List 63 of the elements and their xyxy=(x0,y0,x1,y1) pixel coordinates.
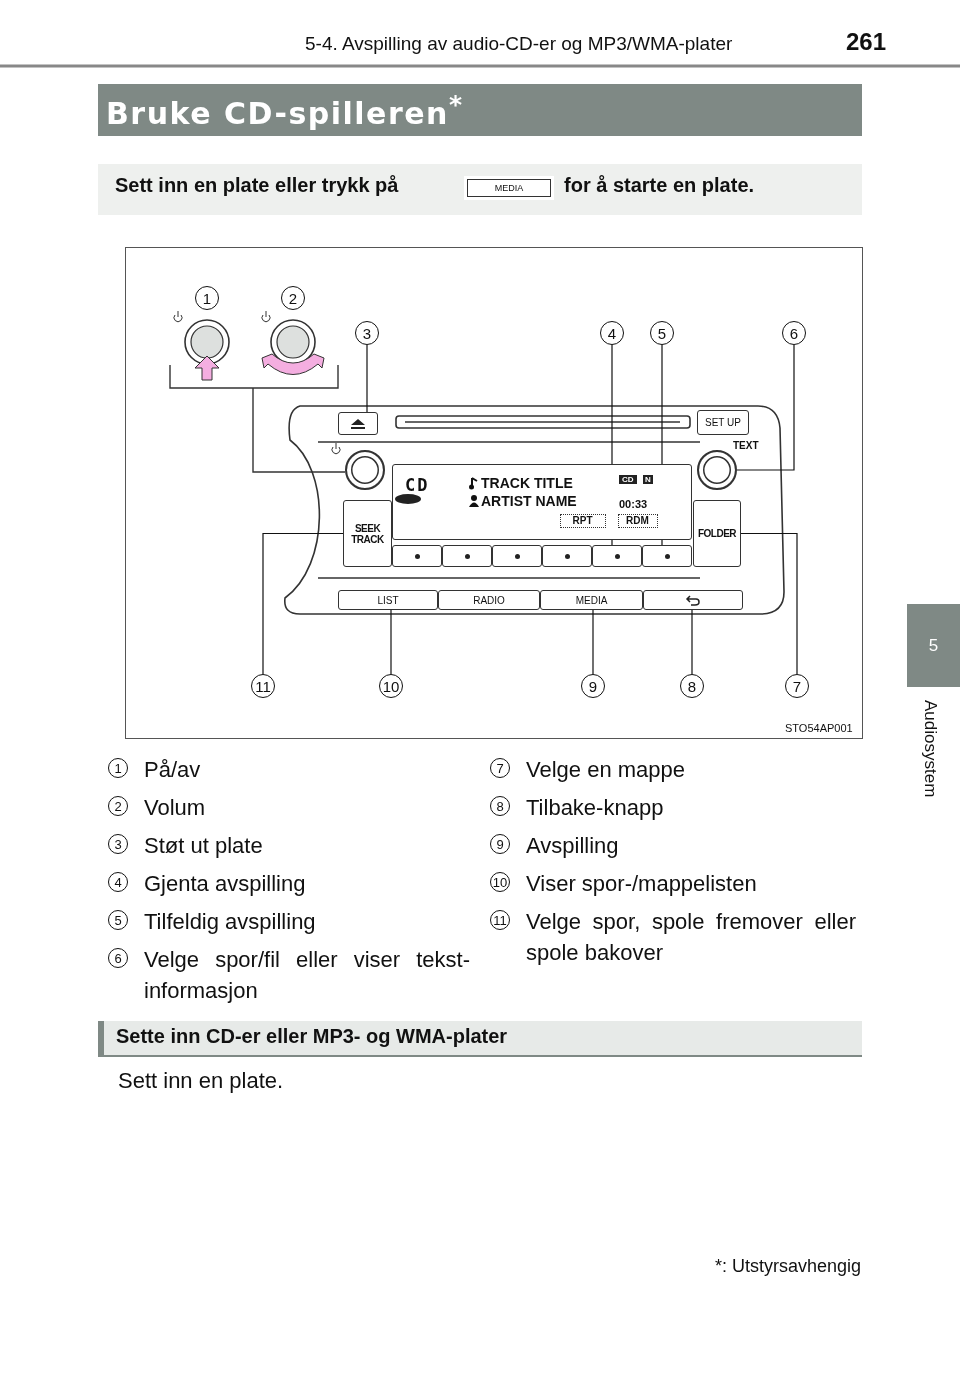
list-item-text: På/av xyxy=(144,756,202,784)
time-display: 00:33 xyxy=(619,498,648,510)
radio-button: SET UP xyxy=(697,410,749,435)
radio-button: SEEK TRACK xyxy=(343,500,392,567)
n-indicator: N xyxy=(643,475,653,484)
list-item-text: Volum xyxy=(144,794,207,822)
radio-button: LIST xyxy=(338,590,438,610)
list-item-text: Velge spor, spole fremover eller spole bakover xyxy=(526,908,856,967)
chapter-tab: 5 xyxy=(907,604,960,687)
track-title: TRACK TITLE xyxy=(481,475,573,491)
display-text: CD xyxy=(405,475,430,495)
preset-button xyxy=(542,545,592,567)
preset-button xyxy=(642,545,692,567)
display-indicator: RDM xyxy=(617,513,658,528)
radio-button: FOLDER xyxy=(693,500,741,567)
list-item-text: Velge en mappe xyxy=(526,756,687,784)
page-number: 261 xyxy=(846,28,887,56)
cd-indicator: CD xyxy=(619,475,637,484)
list-item-text: Velge spor/fil eller viser tekst-informasjon xyxy=(144,946,470,1005)
leader-line xyxy=(262,532,344,675)
section-heading: Sette inn CD-er eller MP3- og WMA-plater xyxy=(98,1021,862,1057)
preset-button xyxy=(442,545,492,567)
eject-button xyxy=(338,412,378,435)
footnote: *: Utstyrsavhengig xyxy=(715,1256,862,1277)
list-item-text: Gjenta avspilling xyxy=(144,870,307,898)
instruction-text: Sett inn en plate eller trykk på xyxy=(115,174,399,197)
media-button: MEDIA xyxy=(467,179,551,197)
callout-number: 8 xyxy=(680,674,704,698)
display-screen xyxy=(392,464,692,540)
callout-number: 6 xyxy=(782,321,806,345)
list-item-text: Avspilling xyxy=(526,832,620,860)
callout-number: 10 xyxy=(379,674,403,698)
leader-line xyxy=(736,344,795,471)
running-header: 5-4. Avspilling av audio-CD-er og MP3/WMA-plater xyxy=(305,33,733,55)
back-button xyxy=(643,590,743,610)
list-item-text: Tilbake-knapp xyxy=(526,794,665,822)
preset-button xyxy=(592,545,642,567)
preset-button xyxy=(392,545,442,567)
leader-line xyxy=(691,609,693,675)
radio-button: RADIO xyxy=(438,590,540,610)
callout-number: 7 xyxy=(785,674,809,698)
callout-number: 11 xyxy=(251,674,275,698)
chapter-name: Audiosystem xyxy=(920,700,940,800)
radio-button: MEDIA xyxy=(540,590,643,610)
callout-number: 5 xyxy=(650,321,674,345)
list-item-text: Støt ut plate xyxy=(144,832,264,860)
preset-button xyxy=(492,545,542,567)
callout-number: 3 xyxy=(355,321,379,345)
section-title: Bruke CD-spilleren$^{*}$ xyxy=(98,84,862,136)
knob-label: TEXT xyxy=(733,440,759,451)
list-item-text: Tilfeldig avspilling xyxy=(144,908,317,936)
leader-line xyxy=(592,609,594,675)
instruction-text: for å starte en plate. xyxy=(564,174,755,197)
list-item-text: Viser spor-/mappelisten xyxy=(526,870,758,898)
figure-code: STO54AP001 xyxy=(785,722,853,734)
leader-line xyxy=(740,532,798,675)
callout-number: 4 xyxy=(600,321,624,345)
artist-name: ARTIST NAME xyxy=(481,493,577,509)
leader-line xyxy=(390,609,392,675)
callout-number: 9 xyxy=(581,674,605,698)
display-indicator: RPT xyxy=(559,513,606,528)
leader-line xyxy=(366,344,368,413)
body-text: Sett inn en plate. xyxy=(118,1068,284,1094)
